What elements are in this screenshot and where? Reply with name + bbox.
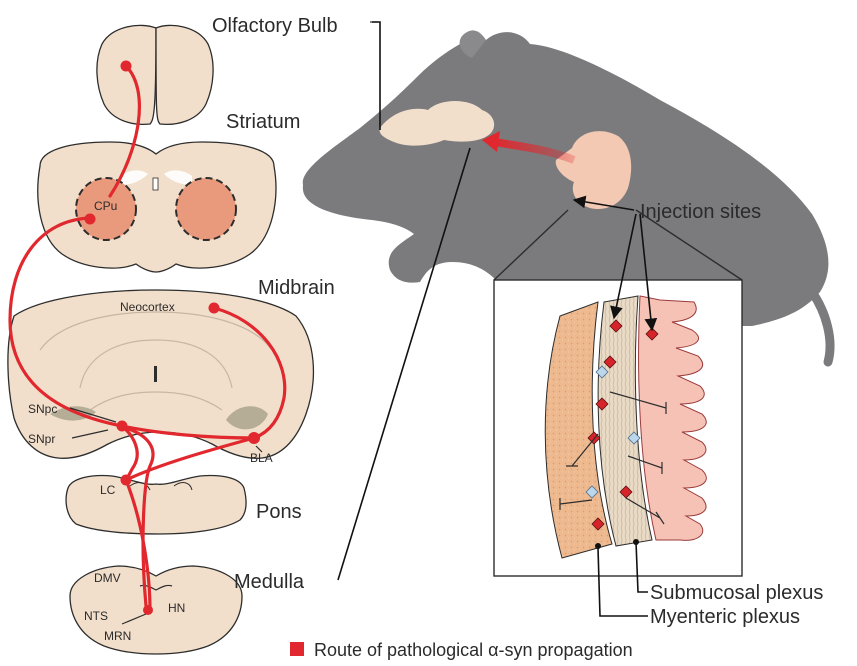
label-lc: LC (100, 483, 116, 497)
gut-zoom-inset (494, 280, 742, 576)
label-cpu: CPu (94, 199, 117, 213)
node-snpc (117, 421, 128, 432)
olfactory-bulb-section (97, 25, 213, 124)
striatum-outline (38, 142, 276, 272)
node-bla (248, 432, 260, 444)
legend-route-label: Route of pathological α-syn propagation (314, 640, 633, 660)
mouse-tail (812, 292, 830, 362)
label-hn: HN (168, 601, 185, 615)
midbrain-aqueduct (154, 366, 157, 382)
label-snpr: SNpr (28, 432, 55, 446)
node-neocortex (209, 303, 220, 314)
myenteric-dot (595, 543, 601, 549)
striatum-section (38, 142, 276, 272)
cpu-right (176, 178, 236, 240)
submucosal-dot (633, 539, 639, 545)
label-bla: BLA (250, 451, 273, 465)
pons-section (66, 476, 246, 535)
label-olfactory-bulb: Olfactory Bulb (212, 15, 338, 37)
node-medulla (143, 605, 153, 615)
label-mrn: MRN (104, 629, 131, 643)
legend-swatch (290, 642, 304, 656)
label-injection-sites: Injection sites (640, 201, 761, 223)
node-olfactory-bulb (121, 61, 132, 72)
label-neocortex: Neocortex (120, 300, 175, 314)
striatum-midline-mark (153, 178, 158, 190)
label-snpc: SNpc (28, 402, 57, 416)
route-bla-to-lc (126, 438, 254, 480)
label-striatum: Striatum (226, 111, 300, 133)
label-myenteric-plexus: Myenteric plexus (650, 606, 800, 628)
label-dmv: DMV (94, 571, 121, 585)
label-medulla: Medulla (234, 571, 305, 593)
node-cpu (85, 214, 96, 225)
label-midbrain: Midbrain (258, 277, 335, 299)
legend: Route of pathological α-syn propagation (290, 640, 633, 660)
node-lc (121, 475, 132, 486)
olfactory-bulb-left-lobe (97, 25, 156, 124)
pons-outline (66, 476, 246, 535)
label-nts: NTS (84, 609, 108, 623)
label-pons: Pons (256, 501, 302, 523)
olfactory-bulb-right-lobe (156, 25, 213, 124)
label-submucosal-plexus: Submucosal plexus (650, 582, 823, 604)
